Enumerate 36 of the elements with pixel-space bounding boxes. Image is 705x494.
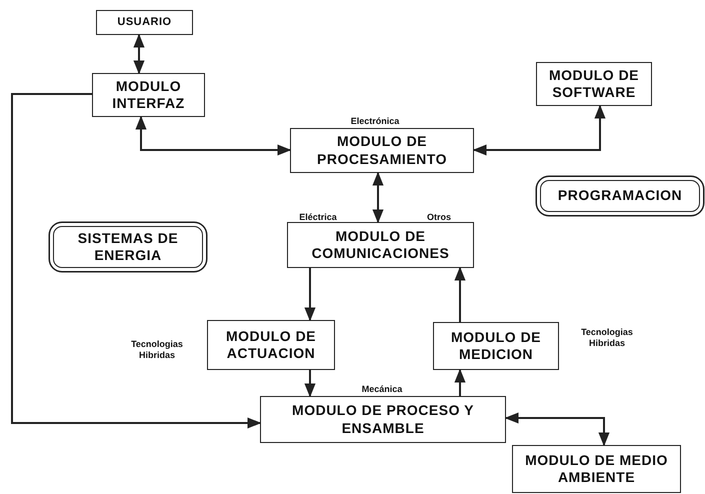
module-name: SISTEMAS DE ENERGIA — [76, 230, 180, 264]
module-name: MODULO INTERFAZ — [111, 78, 186, 112]
module-name: USUARIO — [117, 16, 172, 30]
technology-label: Tecnologias Hibridas — [580, 327, 634, 349]
arrow — [133, 34, 145, 74]
technology-label: Mecánica — [360, 384, 404, 395]
module-box — [433, 322, 559, 370]
arrow — [304, 370, 316, 398]
module-name: MODULO DE COMUNICACIONES — [310, 228, 450, 262]
arrow — [454, 266, 466, 322]
module-box — [96, 10, 193, 35]
module-box — [536, 62, 652, 106]
module-box — [287, 222, 474, 268]
module-box — [92, 73, 205, 117]
module-name: MODULO DE PROCESAMIENTO — [316, 133, 448, 168]
module-name: PROGRAMACION — [558, 187, 682, 205]
technology-label: Electrónica — [350, 116, 400, 127]
module-name: MODULO DE SOFTWARE — [548, 66, 640, 102]
module-name: MODULO DE PROCESO Y ENSAMBLE — [291, 402, 475, 437]
arrow — [11, 93, 262, 429]
technology-label: Otros — [426, 212, 452, 223]
technology-label: Tecnologias Hibridas — [130, 339, 184, 361]
arrow — [472, 104, 606, 156]
arrow — [304, 268, 316, 322]
arrow — [454, 368, 466, 396]
module-box — [290, 128, 474, 173]
module-box — [260, 396, 506, 443]
arrow — [504, 412, 610, 446]
module-box — [207, 320, 335, 370]
arrow — [135, 116, 292, 156]
technology-label: Eléctrica — [298, 212, 338, 223]
module-name: MODULO DE ACTUACION — [224, 328, 318, 362]
module-name: MODULO DE MEDIO AMBIENTE — [524, 452, 669, 486]
module-box — [512, 445, 681, 493]
arrow — [372, 172, 384, 224]
module-name: MODULO DE MEDICION — [450, 328, 542, 364]
